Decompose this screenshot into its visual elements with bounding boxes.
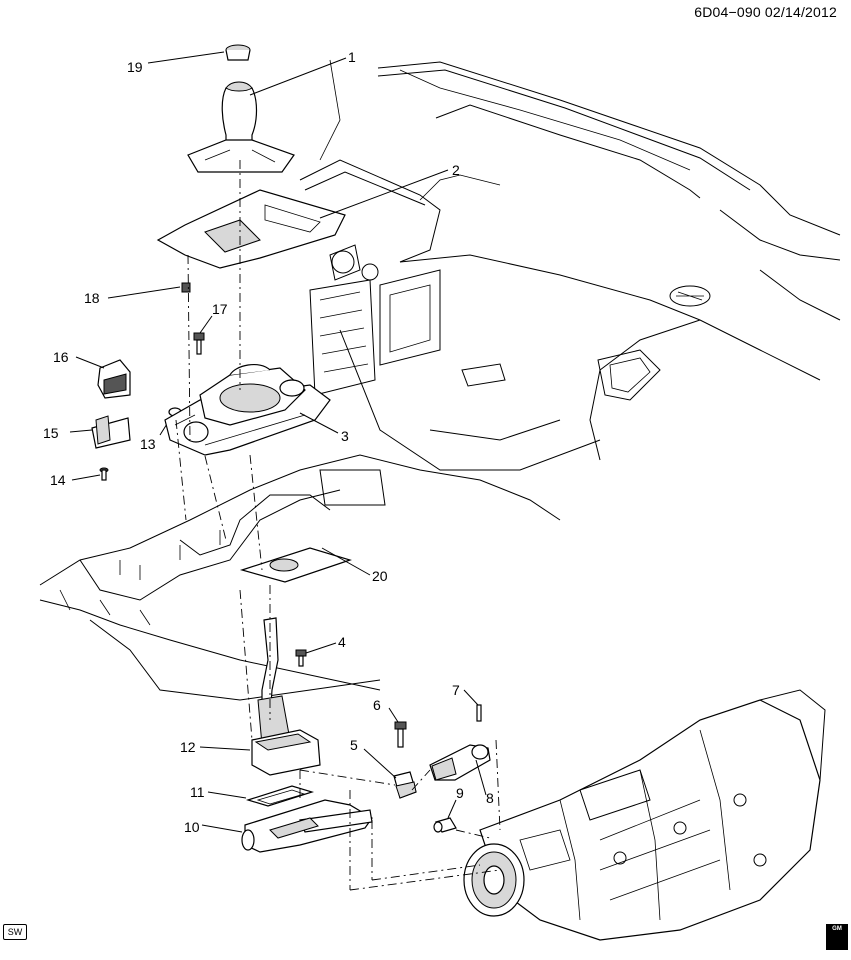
part-20-seal-plate — [239, 547, 371, 583]
part-16-switch — [75, 356, 131, 399]
callout-6: 6 — [373, 697, 381, 713]
part-9-insert — [433, 799, 457, 833]
callout-9: 9 — [456, 785, 464, 801]
callout-12: 12 — [180, 739, 196, 755]
callout-11: 11 — [190, 784, 205, 800]
callout-2: 2 — [452, 162, 460, 178]
part-5-coupling — [363, 748, 417, 799]
part-4-bolt — [295, 642, 337, 667]
part-18-clip — [107, 282, 191, 299]
part-2-console-trim-plate — [156, 169, 449, 269]
gm-logo: GM — [826, 924, 848, 950]
callout-7: 7 — [452, 682, 460, 698]
callout-17: 17 — [212, 301, 228, 317]
callout-16: 16 — [53, 349, 69, 365]
part-7-pin — [463, 689, 482, 722]
callout-20: 20 — [372, 568, 388, 584]
diagram-reference-code: 6D04−090 02/14/2012 — [694, 4, 837, 20]
callout-18: 18 — [84, 290, 100, 306]
part-12-lower-housing — [199, 729, 321, 776]
callout-19: 19 — [127, 59, 143, 75]
callout-14: 14 — [50, 472, 66, 488]
part-10-shifter-assembly — [201, 799, 373, 853]
dashboard-outline — [299, 59, 841, 471]
callout-15: 15 — [43, 425, 59, 441]
part-11-gasket — [207, 785, 315, 807]
floor-pan-outline — [39, 454, 561, 701]
callout-4: 4 — [338, 634, 346, 650]
callout-5: 5 — [350, 737, 358, 753]
part-3-shifter-base — [164, 363, 339, 456]
part-14-screw — [71, 467, 109, 481]
callout-1: 1 — [348, 49, 356, 65]
part-17-bolt — [193, 315, 213, 355]
part-1-shift-knob-boot — [187, 57, 347, 173]
callout-13: 13 — [140, 436, 156, 452]
part-6-bolt — [388, 707, 407, 748]
part-15-bracket — [69, 415, 131, 449]
sw-badge: SW — [3, 924, 27, 940]
transmission — [463, 689, 826, 941]
alignment-lines — [175, 160, 501, 891]
callout-10: 10 — [184, 819, 200, 835]
part-8-linkage — [429, 744, 491, 796]
callout-3: 3 — [341, 428, 349, 444]
callout-8: 8 — [486, 790, 494, 806]
shift-lever — [257, 617, 291, 746]
gm-logo-text: GM — [832, 926, 842, 932]
part-19-knob-cap — [147, 44, 251, 64]
